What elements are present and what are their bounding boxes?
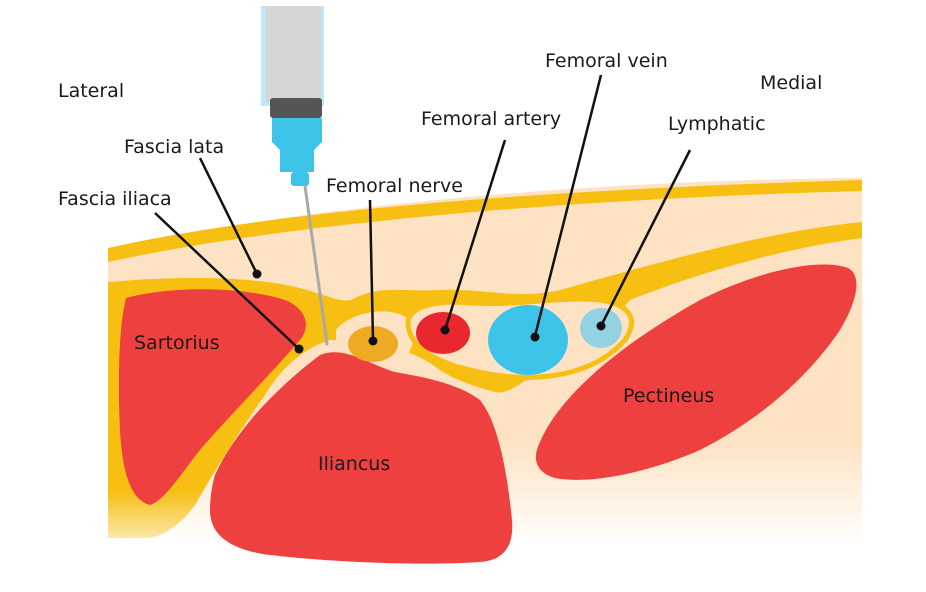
fascia-lata-leader [198, 157, 259, 275]
lymphatic-label: Lymphatic [668, 113, 766, 135]
medial-label: Medial [760, 72, 822, 94]
fascia-iliaca-label: Fascia iliaca [58, 188, 172, 210]
lymphatic-leader [599, 149, 692, 327]
femoral-nerve-label: Femoral nerve [326, 175, 463, 197]
syringe-plunger-tip [270, 98, 322, 118]
syringe-barrel [266, 6, 321, 102]
lateral-label: Lateral [58, 80, 124, 102]
fascia-lata-band [108, 180, 862, 262]
leader-lines [154, 74, 692, 350]
femoral-artery-label: Femoral artery [421, 108, 561, 130]
pectineus-label: Pectineus [623, 385, 714, 407]
fascia-iliaca-leader [154, 212, 300, 350]
syringe-hub [272, 118, 322, 172]
needle [303, 184, 329, 346]
iliacus-muscle [210, 352, 513, 564]
leader-dots [252, 269, 606, 354]
fascia-iliaca-dot [294, 344, 304, 354]
femoral-artery-dot [440, 325, 450, 335]
sartorius-muscle [118, 289, 306, 505]
iliancus-label: Iliancus [318, 453, 390, 475]
femoral-nerve-leader [368, 199, 375, 341]
pectineus-muscle [535, 264, 857, 480]
femoral-nerve-dot [368, 336, 378, 346]
femoral-vein-dot [530, 332, 540, 342]
sartorius-label: Sartorius [134, 332, 220, 354]
femoral-artery-leader [443, 139, 507, 331]
fascia-lata-label: Fascia lata [124, 136, 224, 158]
syringe-hub-tip [291, 172, 309, 186]
femoral-vein-leader [533, 74, 603, 337]
syringe [261, 6, 329, 346]
femoral-vein-label: Femoral vein [545, 50, 668, 72]
fascia-iliaca-layer [108, 222, 862, 538]
femoral-vein-structure [488, 305, 568, 375]
lymphatic-dot [596, 321, 606, 331]
fascia-lata-dot [252, 269, 262, 279]
